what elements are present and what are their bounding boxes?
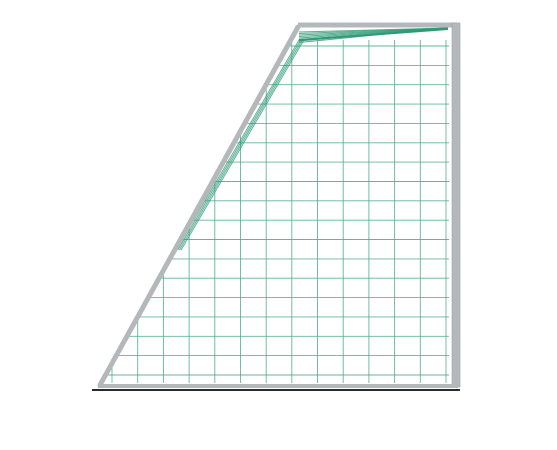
mesh-diagonal-bundle-line	[180, 38, 305, 251]
top-mesh-fan	[298, 27, 449, 43]
frame-diagonal-edge	[97, 24, 301, 388]
frame-right-post	[451, 22, 461, 388]
frame	[97, 22, 461, 388]
mesh-diagonal-bundle-line	[179, 38, 304, 251]
top-band-line	[298, 28, 449, 41]
mesh-grid	[107, 38, 449, 383]
mesh-diagonal-bundle-line	[177, 38, 302, 251]
